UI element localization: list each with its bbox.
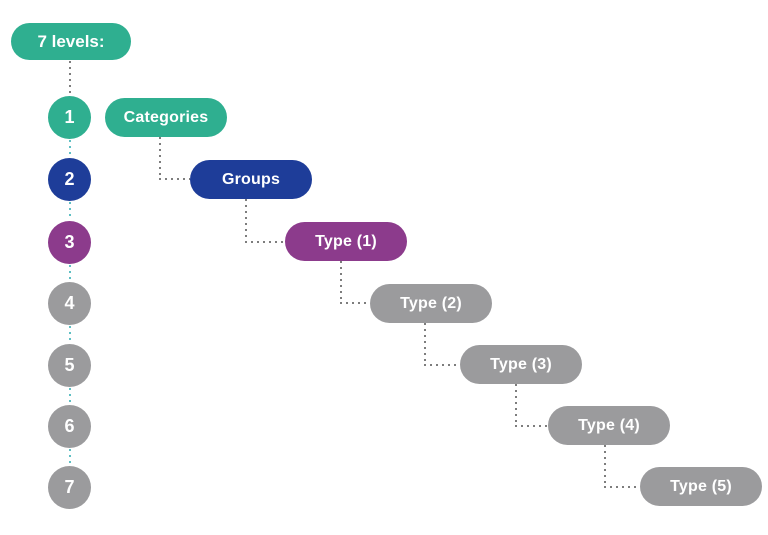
level-circle-4: 4	[48, 282, 91, 325]
connector-pill-3-4-vertical	[340, 261, 342, 303]
connector-title-to-level1	[69, 61, 71, 95]
connector-pill-6-7-vertical	[604, 445, 606, 487]
connector-pill-1-2-vertical	[159, 137, 161, 179]
level-pill-type-2: Type (2)	[370, 284, 492, 323]
connector-circle-4-5	[69, 326, 71, 343]
connector-pill-3-4-horizontal	[340, 302, 370, 304]
level-pill-categories: Categories	[105, 98, 227, 137]
connector-pill-6-7-horizontal	[604, 486, 640, 488]
level-pill-type-1: Type (1)	[285, 222, 407, 261]
connector-circle-1-2	[69, 140, 71, 157]
connector-pill-1-2-horizontal	[159, 178, 190, 180]
level-circle-5: 5	[48, 344, 91, 387]
diagram-title-pill: 7 levels:	[11, 23, 131, 60]
connector-pill-5-6-horizontal	[515, 425, 548, 427]
connector-circle-6-7	[69, 449, 71, 465]
connector-pill-4-5-horizontal	[424, 364, 460, 366]
level-circle-6: 6	[48, 405, 91, 448]
level-pill-groups: Groups	[190, 160, 312, 199]
connector-circle-3-4	[69, 265, 71, 281]
diagram-title: 7 levels:	[37, 31, 105, 51]
level-circle-1: 1	[48, 96, 91, 139]
level-circle-2: 2	[48, 158, 91, 201]
connector-pill-2-3-vertical	[245, 199, 247, 242]
connector-pill-2-3-horizontal	[245, 241, 285, 243]
level-pill-type-4: Type (4)	[548, 406, 670, 445]
level-circle-3: 3	[48, 221, 91, 264]
connector-circle-5-6	[69, 388, 71, 404]
connector-circle-2-3	[69, 202, 71, 220]
level-circle-7: 7	[48, 466, 91, 509]
level-pill-type-5: Type (5)	[640, 467, 762, 506]
level-pill-type-3: Type (3)	[460, 345, 582, 384]
connector-pill-5-6-vertical	[515, 384, 517, 426]
connector-pill-4-5-vertical	[424, 323, 426, 365]
